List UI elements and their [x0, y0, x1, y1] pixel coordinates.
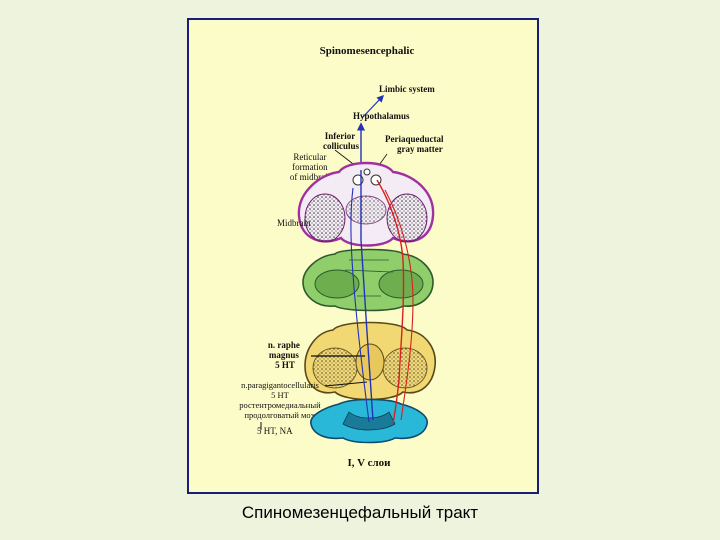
reticular-formation-label: Reticular formation of midbrain: [290, 152, 333, 182]
slide-caption: Спиномезенцефальный тракт: [241, 503, 479, 522]
medulla-section: [304, 321, 436, 401]
red-tract-2: [384, 189, 414, 421]
limbic-arrow: [361, 94, 384, 119]
diagram-title: Spinomesencephalic: [320, 45, 415, 57]
paragigantocellularis-label: n.paragigantocellularis 5 HT ростентроме…: [239, 380, 323, 420]
transmitters-label: 5 HT, NA: [257, 426, 293, 436]
limbic-system-label: Limbic system: [379, 84, 435, 94]
spinomesencephalic-diagram: Spinomesencephalic Limbic system Hypotha…: [239, 45, 446, 469]
blue-tract: [360, 170, 374, 421]
raphe-magnus-label: n. raphe magnus 5 HT: [268, 340, 302, 370]
layers-label: I, V слои: [348, 457, 392, 469]
red-tract: [376, 179, 405, 425]
hypothalamus-label: Hypothalamus: [353, 111, 410, 121]
diagram-frame: Spinomesencephalic Limbic system Hypotha…: [187, 18, 539, 494]
blue-tract-2: [350, 187, 370, 423]
inferior-colliculus-label: Inferior colliculus: [323, 131, 360, 151]
periaqueductal-label: Periaqueductal gray matter: [385, 134, 446, 154]
midbrain-section: [297, 161, 435, 247]
midbrain-label: Midbrain: [277, 218, 311, 228]
